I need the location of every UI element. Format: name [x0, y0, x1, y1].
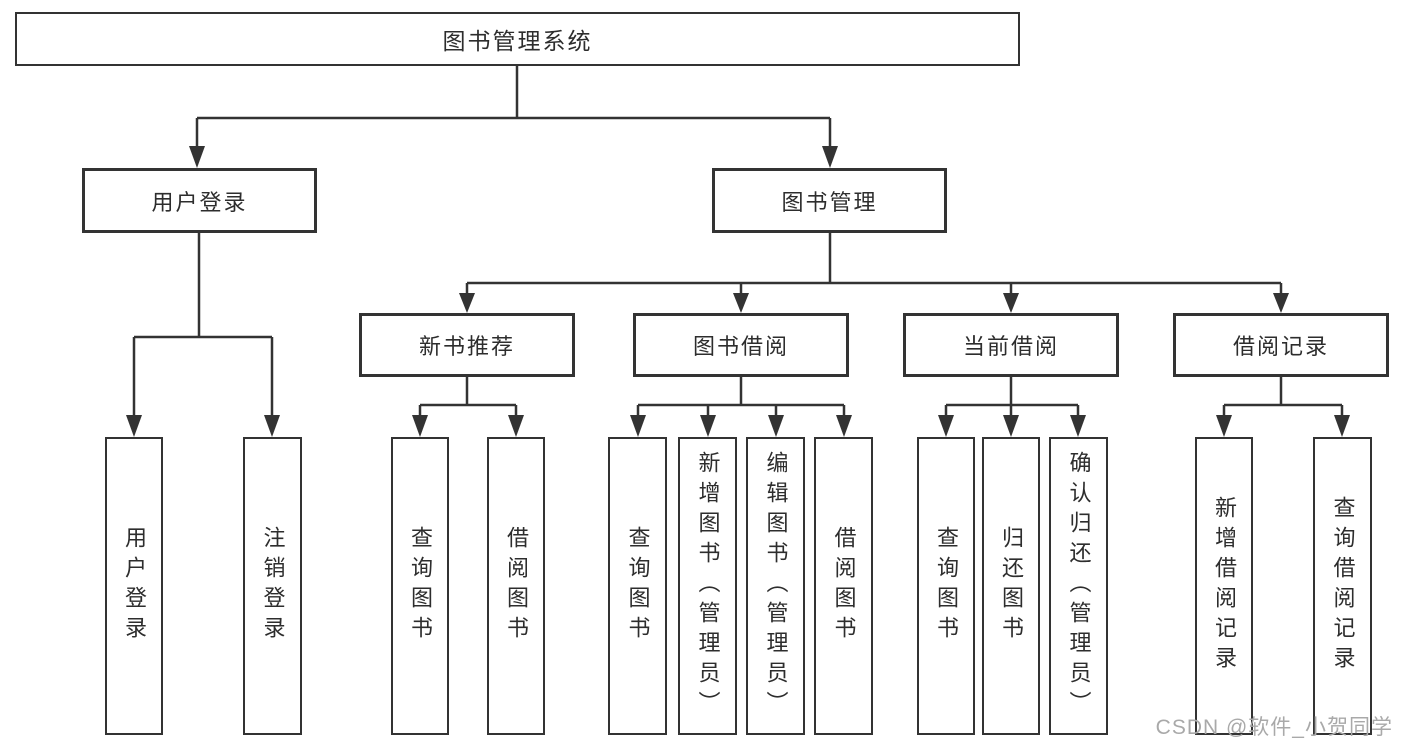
leaf-query-books-borrow: 查询图书: [608, 437, 667, 735]
leaf-add-borrow-record: 新增借阅记录: [1195, 437, 1253, 735]
node-root: 图书管理系统: [15, 12, 1020, 66]
leaf-confirm-return-admin-label: 确认归还（管理员）: [1066, 451, 1092, 721]
leaf-add-books-admin-label: 新增图书（管理员）: [695, 451, 721, 721]
node-user-login: 用户登录: [82, 168, 317, 233]
leaf-add-books-admin: 新增图书（管理员）: [678, 437, 737, 735]
leaf-query-books-recommend-label: 查询图书: [408, 526, 433, 646]
leaf-logout-label: 注销登录: [260, 526, 286, 646]
leaf-edit-books-admin-label: 编辑图书（管理员）: [763, 451, 789, 721]
node-book-borrow: 图书借阅: [633, 313, 849, 377]
leaf-add-borrow-record-label: 新增借阅记录: [1212, 496, 1237, 676]
node-new-book-recommend: 新书推荐: [359, 313, 575, 377]
leaf-return-books-label: 归还图书: [999, 526, 1024, 646]
leaf-borrow-books-label: 借阅图书: [831, 526, 857, 646]
leaf-user-login: 用户登录: [105, 437, 163, 735]
leaf-confirm-return-admin: 确认归还（管理员）: [1049, 437, 1108, 735]
leaf-query-books-borrow-label: 查询图书: [625, 526, 651, 646]
leaf-edit-books-admin: 编辑图书（管理员）: [746, 437, 805, 735]
leaf-query-borrow-record-label: 查询借阅记录: [1330, 496, 1356, 676]
leaf-borrow-books-recommend: 借阅图书: [487, 437, 545, 735]
node-borrow-records: 借阅记录: [1173, 313, 1389, 377]
leaf-user-login-label: 用户登录: [122, 526, 147, 646]
leaf-logout: 注销登录: [243, 437, 302, 735]
csdn-watermark: CSDN @软件_小贺同学: [1155, 716, 1393, 739]
leaf-return-books: 归还图书: [982, 437, 1040, 735]
leaf-query-books-recommend: 查询图书: [391, 437, 449, 735]
node-current-borrow: 当前借阅: [903, 313, 1119, 377]
node-book-management: 图书管理: [712, 168, 947, 233]
leaf-borrow-books-recommend-label: 借阅图书: [504, 526, 529, 646]
leaf-query-books-current: 查询图书: [917, 437, 975, 735]
leaf-query-borrow-record: 查询借阅记录: [1313, 437, 1372, 735]
leaf-query-books-current-label: 查询图书: [934, 526, 959, 646]
leaf-borrow-books: 借阅图书: [814, 437, 873, 735]
